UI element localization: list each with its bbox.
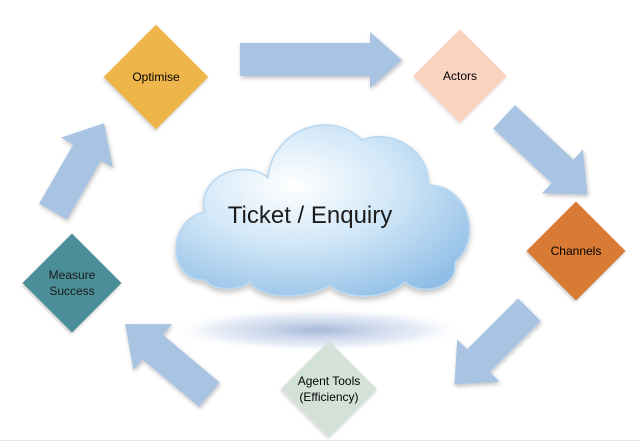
agent-tools-label-line2: (Efficiency) bbox=[299, 390, 359, 404]
arrow-measure-to-optimise bbox=[39, 123, 113, 220]
channels-label: Channels bbox=[550, 244, 602, 258]
arrow-agent-tools-to-measure bbox=[125, 324, 220, 407]
arrow-optimise-to-actors bbox=[240, 32, 402, 88]
measure-success-label-line2: Success bbox=[49, 284, 95, 298]
cloud-shape bbox=[175, 124, 471, 297]
cloud-shadow bbox=[168, 308, 468, 352]
measure-success-label-line1: Measure bbox=[48, 268, 96, 282]
actors-label: Actors bbox=[442, 69, 477, 83]
center-label: Ticket / Enquiry bbox=[227, 202, 393, 229]
bottom-divider bbox=[0, 440, 640, 441]
arrow-actors-to-channels bbox=[493, 105, 588, 195]
measure-success-label: Measure Success bbox=[22, 253, 122, 313]
arrow-channels-to-agent-tools bbox=[454, 298, 541, 385]
optimise-label: Optimise bbox=[132, 70, 180, 84]
agent-tools-label: Agent Tools (Efficiency) bbox=[279, 359, 379, 419]
agent-tools-label-line1: Agent Tools bbox=[297, 374, 361, 388]
